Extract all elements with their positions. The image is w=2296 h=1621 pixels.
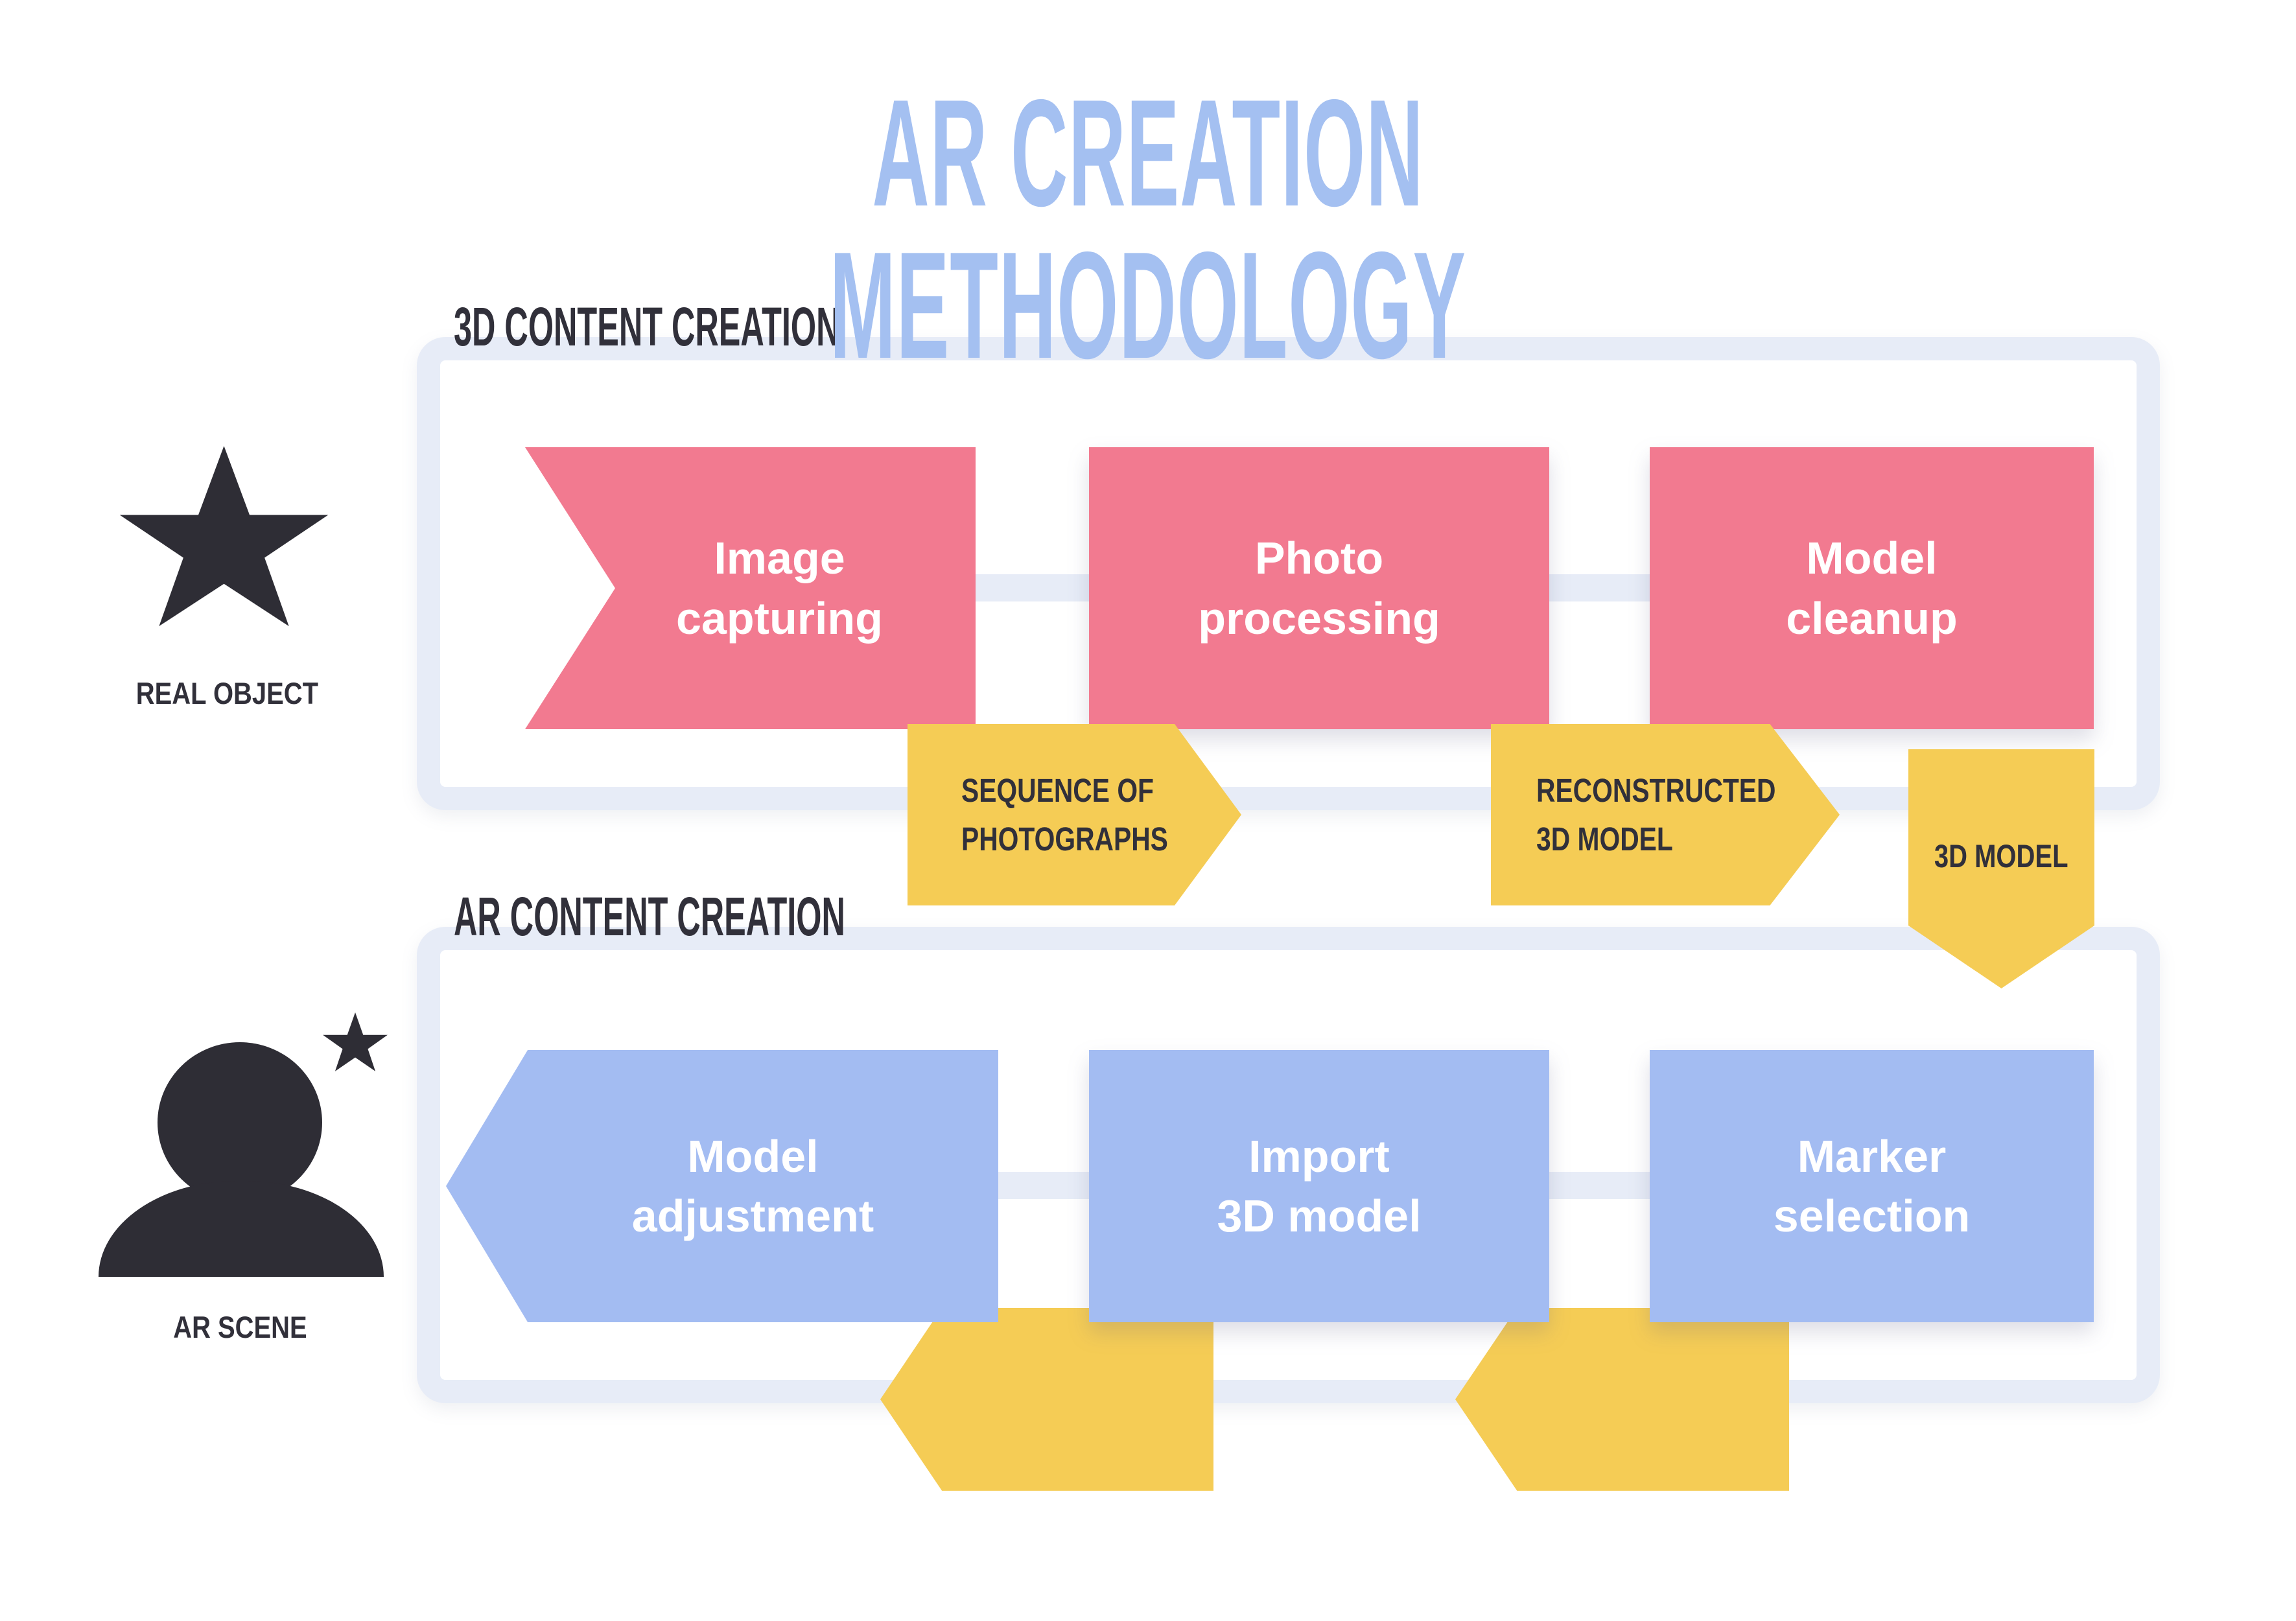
ar-scene-label: AR SCENE bbox=[172, 1310, 307, 1344]
backward-flow-arrow bbox=[880, 1308, 1213, 1491]
connector-band bbox=[1546, 1172, 1656, 1199]
user-icon-head bbox=[158, 1042, 322, 1203]
connector-band bbox=[972, 574, 1095, 601]
star-icon bbox=[119, 446, 329, 627]
connector-sequence-of-photographs: SEQUENCE OF PHOTOGRAPHS bbox=[908, 724, 1241, 905]
user-icon-body bbox=[99, 1181, 384, 1277]
step-model-cleanup: Model cleanup bbox=[1650, 447, 2094, 729]
step-marker-selection: Marker selection bbox=[1650, 1050, 2094, 1322]
section-label-ar-content-creation: AR CONTENT CREATION bbox=[454, 886, 845, 947]
user-star-icon bbox=[323, 1012, 388, 1071]
backward-flow-arrow bbox=[1455, 1308, 1789, 1491]
connector-band bbox=[995, 1172, 1095, 1199]
real-object-label: REAL OBJECT bbox=[135, 676, 318, 710]
connector-band bbox=[1546, 574, 1656, 601]
page-title: AR CREATION METHODOLOGY bbox=[829, 67, 1467, 390]
connector-reconstructed-3d-model: RECONSTRUCTED 3D MODEL bbox=[1491, 724, 1840, 905]
step-import-3d-model: Import 3D model bbox=[1089, 1050, 1549, 1322]
section-label-3d-content-creation: 3D CONTENT CREATION bbox=[454, 296, 840, 357]
step-photo-processing: Photo processing bbox=[1089, 447, 1549, 729]
step-model-adjustment: Model adjustment bbox=[446, 1050, 998, 1322]
